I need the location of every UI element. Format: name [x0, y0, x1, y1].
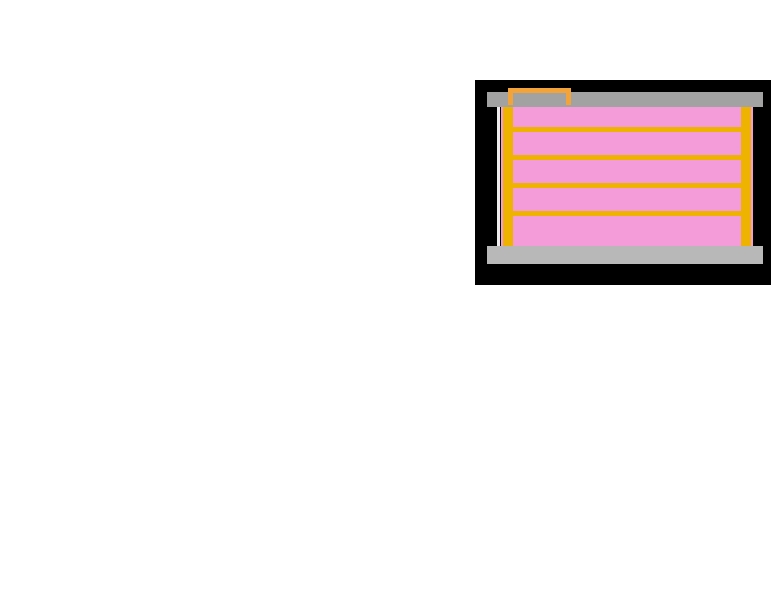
- horizontal-members: [501, 107, 753, 246]
- horizontal-member: [503, 183, 751, 188]
- horizontal-member: [503, 211, 751, 216]
- horizontal-member: [503, 127, 751, 132]
- insulation-panel: [501, 107, 753, 246]
- diagram-canvas: [475, 80, 771, 285]
- membrane-strip: [497, 107, 500, 246]
- right-frame-member: [741, 107, 751, 246]
- top-plate: [487, 92, 763, 107]
- bottom-plate: [487, 246, 763, 264]
- left-frame-member: [503, 107, 513, 246]
- clip-bracket: [508, 88, 571, 105]
- horizontal-member: [503, 155, 751, 160]
